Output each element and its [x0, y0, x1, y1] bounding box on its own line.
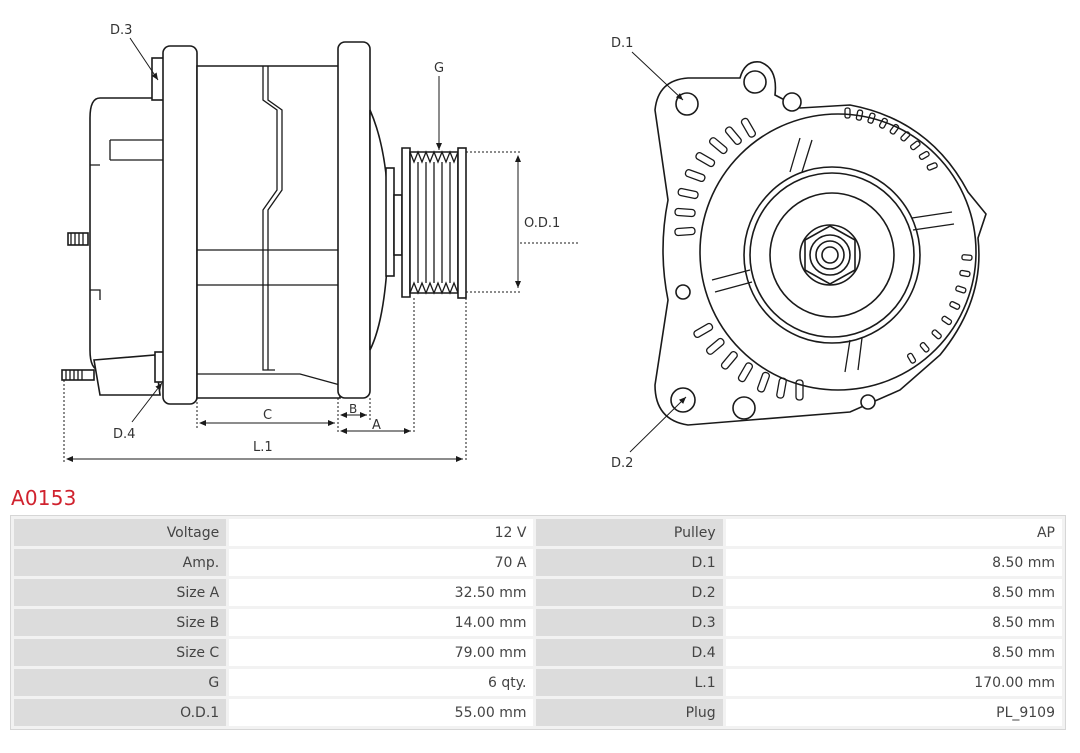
spec-label: G [14, 669, 227, 696]
label-g: G [434, 61, 444, 76]
label-d2: D.2 [611, 456, 633, 471]
label-d4: D.4 [113, 427, 135, 442]
spec-value: 8.50 mm [725, 549, 1062, 576]
label-l1: L.1 [253, 440, 273, 455]
spec-label: L.1 [536, 669, 723, 696]
spec-value: 8.50 mm [725, 639, 1062, 666]
spec-label: Amp. [14, 549, 227, 576]
spec-value: 32.50 mm [229, 579, 534, 606]
spec-label: Pulley [536, 519, 723, 546]
alternator-side-view: D.3 G O.D.1 D.4 B C A L.1 [61, 23, 580, 462]
spec-value: 8.50 mm [725, 609, 1062, 636]
spec-value: 14.00 mm [229, 609, 534, 636]
spec-label: D.3 [536, 609, 723, 636]
spec-label: D.4 [536, 639, 723, 666]
label-c: C [263, 408, 272, 423]
spec-label: Plug [536, 699, 723, 726]
spec-label: Size A [14, 579, 227, 606]
spec-label: Size B [14, 609, 227, 636]
label-od1: O.D.1 [524, 216, 560, 231]
spec-value: 55.00 mm [229, 699, 534, 726]
spec-label: D.1 [536, 549, 723, 576]
spec-label: O.D.1 [14, 699, 227, 726]
spec-value: 6 qty. [229, 669, 534, 696]
product-code: A0153 [11, 486, 77, 510]
label-a: A [372, 418, 381, 433]
spec-value: 12 V [229, 519, 534, 546]
spec-value: 8.50 mm [725, 579, 1062, 606]
alternator-technical-drawing: D.3 G O.D.1 D.4 B C A L.1 [61, 23, 987, 471]
label-b: B [349, 402, 357, 416]
spec-label: D.2 [536, 579, 723, 606]
spec-label: Voltage [14, 519, 227, 546]
label-d1: D.1 [611, 36, 633, 51]
spec-value: 70 A [229, 549, 534, 576]
alternator-front-view: D.1 D.2 [611, 36, 987, 471]
spec-value: 79.00 mm [229, 639, 534, 666]
spec-value: AP [725, 519, 1062, 546]
label-d3: D.3 [110, 23, 132, 38]
spec-value: PL_9109 [725, 699, 1062, 726]
spec-label: Size C [14, 639, 227, 666]
spec-value: 170.00 mm [725, 669, 1062, 696]
